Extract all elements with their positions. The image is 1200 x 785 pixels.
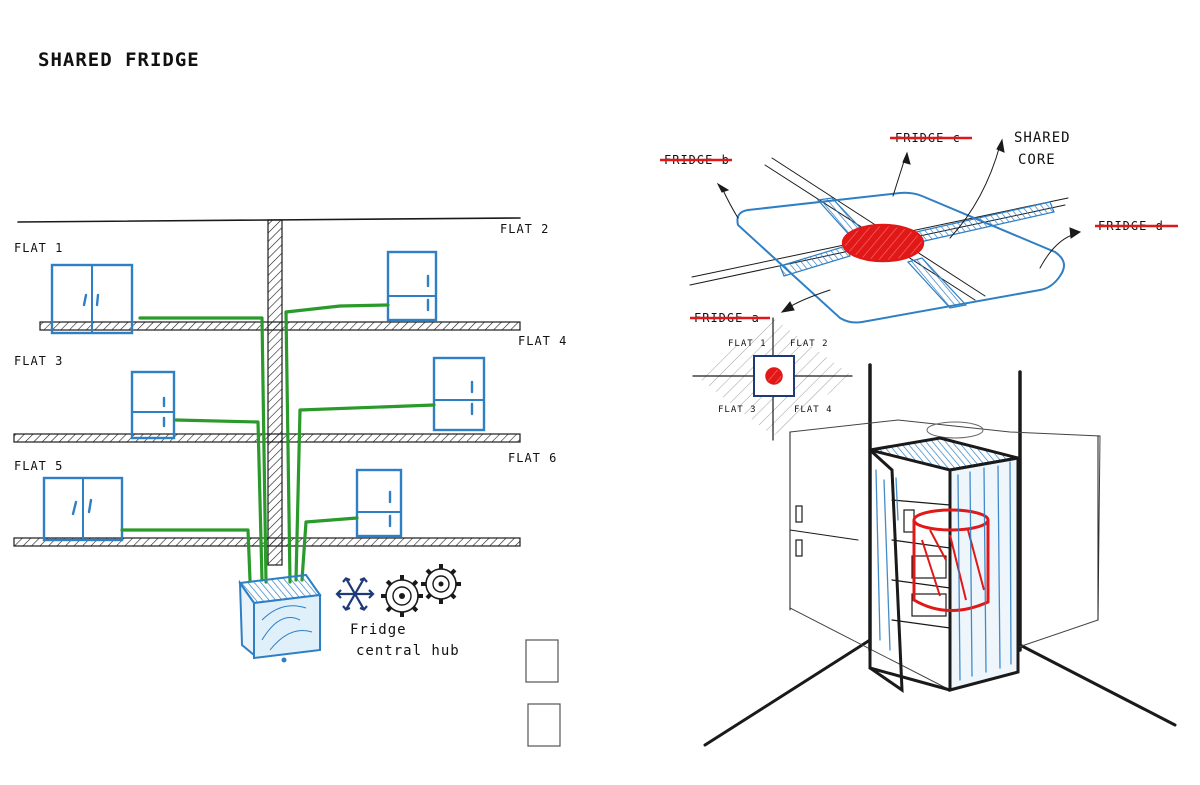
flat-label-2: FLAT 2 <box>500 222 549 236</box>
shared-core <box>843 225 923 261</box>
floor-slab-1 <box>40 322 520 330</box>
gear-icon <box>421 564 461 604</box>
fridge-flat-3 <box>132 372 174 438</box>
empty-box-2 <box>528 704 560 746</box>
label-shared-core-1: SHARED <box>1014 130 1071 146</box>
flat-label-5: FLAT 5 <box>14 459 63 473</box>
fridge-flat-6 <box>357 470 401 536</box>
mini-flat-1: FLAT 1 <box>728 339 767 349</box>
flat-label-6: FLAT 6 <box>508 451 557 465</box>
fridge-flat-5 <box>44 478 122 540</box>
flat-label-1: FLAT 1 <box>14 241 63 255</box>
hub-label-line1: Fridge <box>350 622 407 638</box>
label-shared-core-2: CORE <box>1018 152 1056 168</box>
empty-box-1 <box>526 640 558 682</box>
service-shaft <box>268 220 282 565</box>
mini-floor-plan: FLAT 1 FLAT 2 FLAT 3 FLAT 4 <box>693 318 852 440</box>
fridge-flat-4 <box>434 358 484 430</box>
fridge-flat-2 <box>388 252 436 320</box>
mini-flat-4: FLAT 4 <box>794 405 833 415</box>
hub-label-line2: central hub <box>356 643 460 659</box>
pipe-flat-4 <box>296 405 434 580</box>
mini-flat-3: FLAT 3 <box>718 405 757 415</box>
floor-slab-2 <box>14 434 520 442</box>
fridge-central-hub <box>240 575 320 663</box>
pipe-flat-6 <box>302 518 357 580</box>
mini-flat-2: FLAT 2 <box>790 339 829 349</box>
core-plan-diagram: FRIDGE b FRIDGE c SHARED CORE FRIDGE d F… <box>660 130 1178 325</box>
flat-label-4: FLAT 4 <box>518 334 567 348</box>
page-title: SHARED FRIDGE <box>38 49 200 71</box>
snowflake-icon <box>337 578 373 609</box>
building-section: FLAT 1 FLAT 2 FLAT 3 FLAT 4 FLAT 5 FLAT … <box>14 218 567 746</box>
gear-icon <box>381 575 423 617</box>
flat-label-3: FLAT 3 <box>14 354 63 368</box>
